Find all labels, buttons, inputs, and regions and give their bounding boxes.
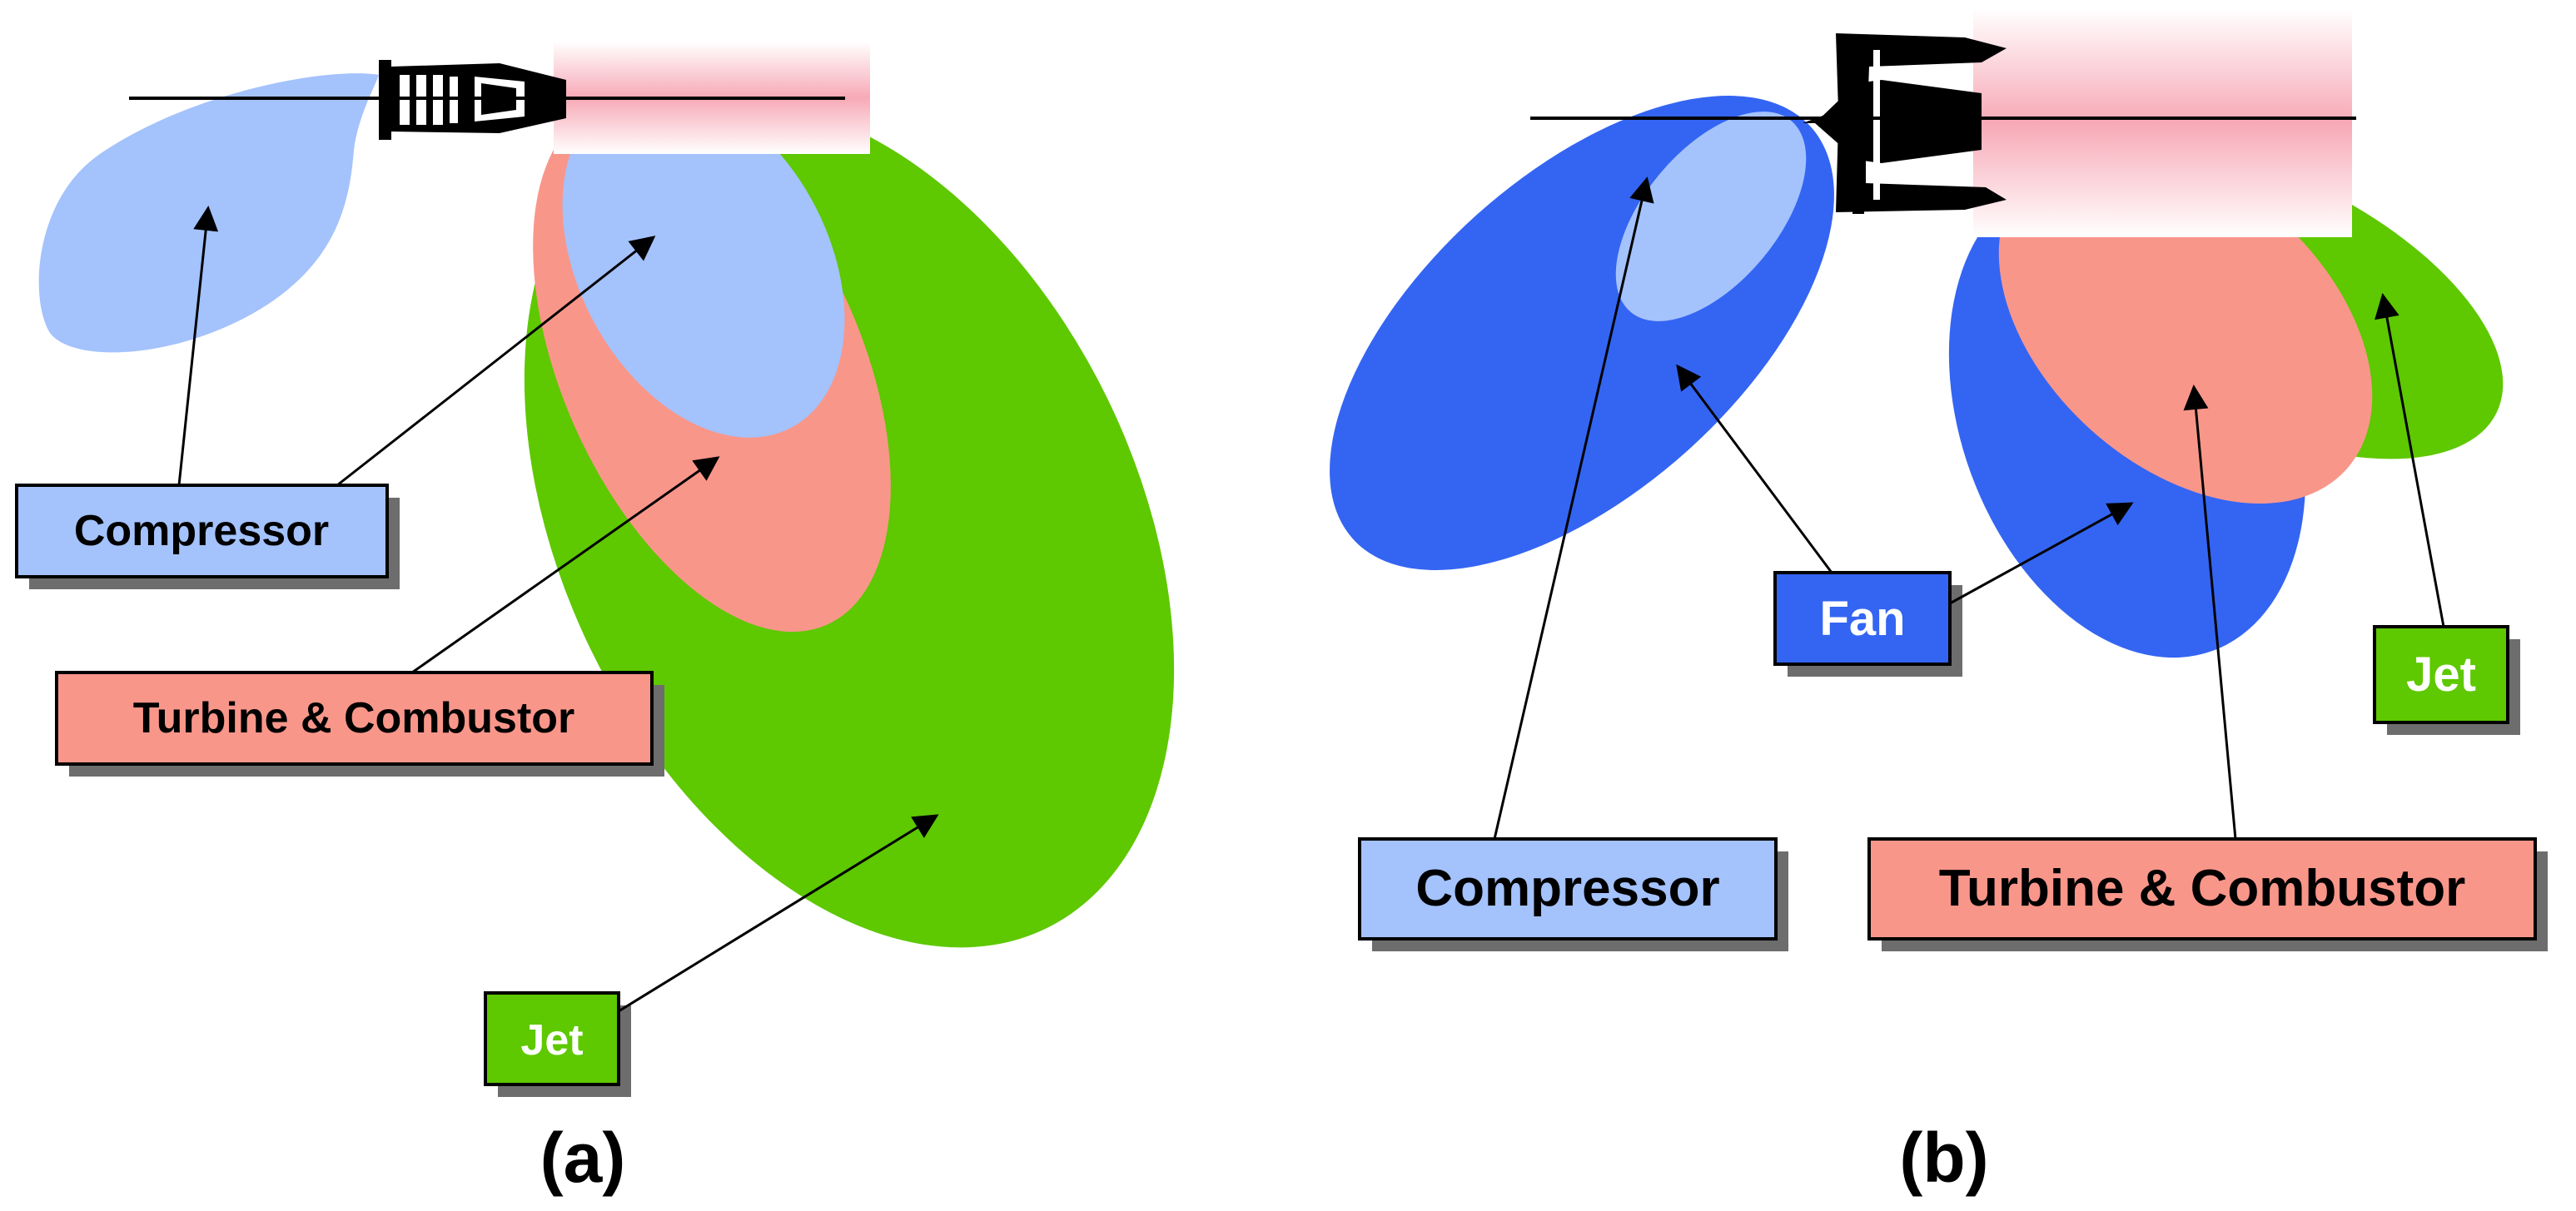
- fan-forward-directivity-lobe: [1330, 95, 1834, 571]
- arrow-jet-a: [618, 814, 939, 1013]
- caption-b: (b): [1899, 1119, 1988, 1197]
- label-turbine-combustor-b: Turbine & Combustor: [1867, 837, 2548, 951]
- compressor-forward-directivity-lobe-b: [1615, 112, 1807, 321]
- panel-a: Compressor Turbine & Combustor Jet (a): [15, 42, 1175, 1197]
- compressor-aft-directivity-lobe: [562, 87, 845, 438]
- label-turbine-combustor-a: Turbine & Combustor: [55, 671, 664, 777]
- label-compressor-b-text: Compressor: [1415, 860, 1719, 917]
- exhaust-plume-b: [1973, 8, 2352, 237]
- arrow-compressor-aft-a: [336, 236, 656, 487]
- arrow-compressor-b: [1493, 176, 1654, 840]
- label-jet-b-text: Jet: [2406, 648, 2476, 702]
- label-fan-b: Fan: [1773, 571, 1962, 677]
- arrow-fan-aft-b: [1949, 502, 2134, 605]
- label-compressor-a-text: Compressor: [74, 507, 329, 555]
- arrow-turbine-combustor-a: [411, 456, 720, 674]
- label-turbine-combustor-b-text: Turbine & Combustor: [1939, 860, 2466, 917]
- arrow-fan-forward-b: [1676, 364, 1833, 573]
- label-compressor-a: Compressor: [15, 484, 400, 589]
- label-jet-b: Jet: [2373, 625, 2520, 735]
- label-jet-a-text: Jet: [520, 1016, 583, 1065]
- arrow-jet-b: [2375, 293, 2445, 628]
- label-turbine-combustor-a-text: Turbine & Combustor: [133, 694, 575, 742]
- label-compressor-b: Compressor: [1358, 837, 1788, 951]
- label-fan-b-text: Fan: [1819, 592, 1905, 646]
- arrow-compressor-forward-a: [177, 206, 219, 486]
- label-jet-a: Jet: [484, 991, 631, 1097]
- caption-a: (a): [540, 1119, 626, 1197]
- turbofan-engine-icon: [1803, 33, 2007, 214]
- arrow-turbine-combustor-b: [2183, 385, 2237, 840]
- panel-b: Fan Jet Compressor Turbine & Combustor (…: [1330, 8, 2548, 1197]
